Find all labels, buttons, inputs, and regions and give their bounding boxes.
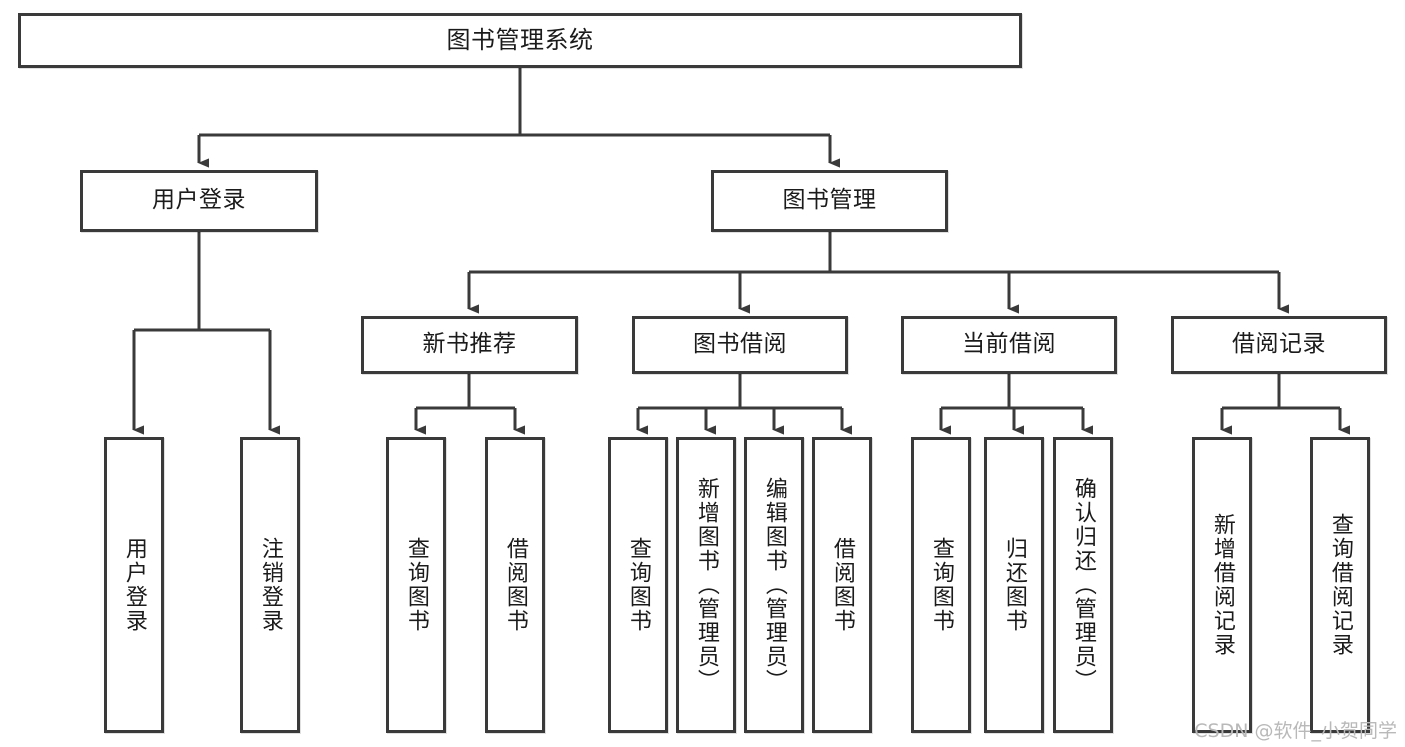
leaf-logout-label: 注销登录 bbox=[257, 537, 283, 633]
leaf-confirm-return-admin-label: 确认归还（管理员） bbox=[1070, 477, 1096, 693]
leaf-return-book-label: 归还图书 bbox=[1001, 537, 1027, 633]
leaf-logout[interactable]: 注销登录 bbox=[240, 437, 300, 733]
leaf-borrow-book-label: 借阅图书 bbox=[829, 537, 855, 633]
leaf-user-login[interactable]: 用户登录 bbox=[104, 437, 164, 733]
node-borrow-records[interactable]: 借阅记录 bbox=[1171, 316, 1387, 374]
leaf-borrow-book-recommend-label: 借阅图书 bbox=[502, 537, 528, 633]
leaf-confirm-return-admin[interactable]: 确认归还（管理员） bbox=[1053, 437, 1113, 733]
watermark-text: CSDN @软件_小贺同学 bbox=[1194, 720, 1397, 742]
leaf-edit-book-admin[interactable]: 编辑图书（管理员） bbox=[744, 437, 804, 733]
leaf-user-login-label: 用户登录 bbox=[121, 537, 147, 633]
node-book-management[interactable]: 图书管理 bbox=[711, 170, 948, 232]
leaf-query-book-recommend-label: 查询图书 bbox=[403, 537, 429, 633]
node-current-borrow[interactable]: 当前借阅 bbox=[901, 316, 1117, 374]
leaf-add-borrow-record-label: 新增借阅记录 bbox=[1209, 513, 1235, 657]
leaf-add-book-admin-label: 新增图书（管理员） bbox=[693, 477, 719, 693]
node-current-borrow-label: 当前借阅 bbox=[962, 331, 1056, 358]
leaf-query-book-current[interactable]: 查询图书 bbox=[911, 437, 971, 733]
leaf-query-book-label: 查询图书 bbox=[625, 537, 651, 633]
leaf-query-borrow-record-label: 查询借阅记录 bbox=[1327, 513, 1353, 657]
node-user-login-label: 用户登录 bbox=[152, 187, 246, 214]
leaf-query-book[interactable]: 查询图书 bbox=[608, 437, 668, 733]
leaf-query-borrow-record[interactable]: 查询借阅记录 bbox=[1310, 437, 1370, 733]
node-new-book-recommend[interactable]: 新书推荐 bbox=[361, 316, 578, 374]
node-root-label: 图书管理系统 bbox=[446, 26, 594, 55]
leaf-add-borrow-record[interactable]: 新增借阅记录 bbox=[1192, 437, 1252, 733]
leaf-edit-book-admin-label: 编辑图书（管理员） bbox=[761, 477, 787, 693]
node-book-management-label: 图书管理 bbox=[782, 187, 877, 214]
node-user-login[interactable]: 用户登录 bbox=[80, 170, 318, 232]
leaf-query-book-current-label: 查询图书 bbox=[928, 537, 954, 633]
leaf-borrow-book-recommend[interactable]: 借阅图书 bbox=[485, 437, 545, 733]
node-borrow-records-label: 借阅记录 bbox=[1232, 331, 1326, 358]
node-new-book-recommend-label: 新书推荐 bbox=[422, 331, 517, 358]
leaf-add-book-admin[interactable]: 新增图书（管理员） bbox=[676, 437, 736, 733]
leaf-query-book-recommend[interactable]: 查询图书 bbox=[386, 437, 446, 733]
leaf-borrow-book[interactable]: 借阅图书 bbox=[812, 437, 872, 733]
node-book-borrow[interactable]: 图书借阅 bbox=[632, 316, 848, 374]
node-book-borrow-label: 图书借阅 bbox=[693, 331, 787, 358]
leaf-return-book[interactable]: 归还图书 bbox=[984, 437, 1044, 733]
node-root[interactable]: 图书管理系统 bbox=[18, 13, 1022, 68]
